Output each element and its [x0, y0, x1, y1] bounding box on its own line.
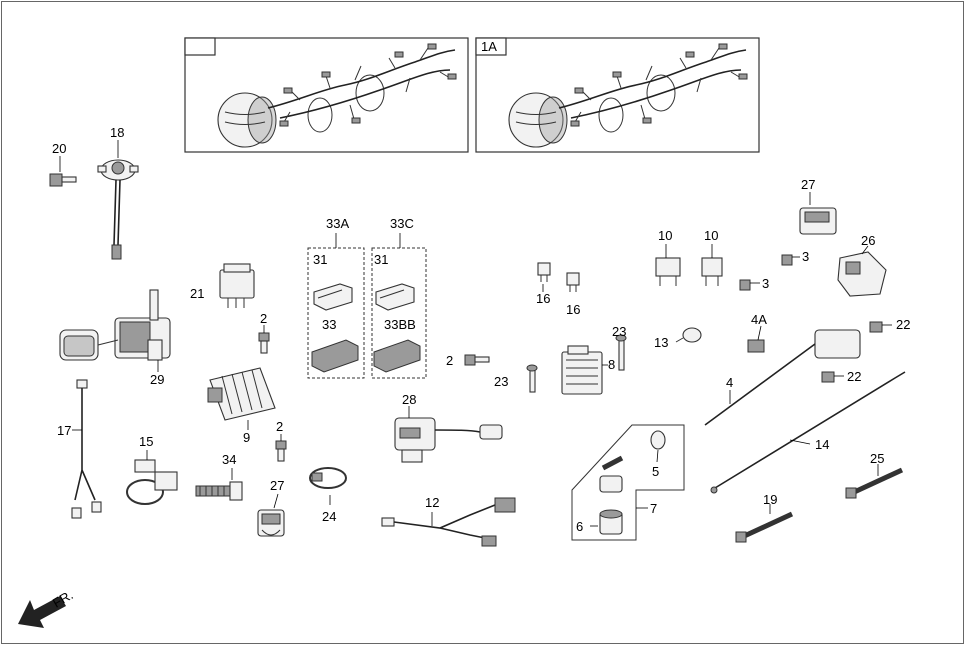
front-direction-arrow — [18, 596, 66, 628]
inset-label-1a: 1A — [481, 39, 497, 54]
bolt-20 — [49, 156, 77, 187]
label-7: 7 — [650, 501, 657, 516]
label-6: 6 — [576, 519, 583, 534]
bolt-22b — [821, 371, 844, 383]
bulb-13 — [675, 327, 702, 343]
harness-12 — [381, 497, 516, 547]
harness-17 — [71, 379, 102, 519]
label-9: 9 — [243, 430, 250, 445]
cable-4 — [704, 329, 861, 426]
clamp-15 — [126, 450, 178, 505]
bolt-2a — [258, 325, 270, 354]
label-17: 17 — [57, 423, 71, 438]
label-28: 28 — [402, 392, 416, 407]
cable-tie-25 — [845, 464, 904, 499]
fuse-10b — [701, 244, 723, 286]
label-33bb: 33BB — [384, 317, 416, 332]
connector-27b — [257, 493, 285, 537]
label-29: 29 — [150, 372, 164, 387]
label-12: 12 — [425, 495, 439, 510]
label-5: 5 — [652, 464, 659, 479]
label-33: 33 — [322, 317, 336, 332]
connector-27a — [799, 192, 837, 235]
cable-tie-24 — [309, 467, 347, 505]
bolt-34 — [195, 468, 243, 501]
label-24: 24 — [322, 509, 336, 524]
label-13: 13 — [654, 335, 668, 350]
sensor-4a — [747, 325, 765, 353]
fuse-10a — [655, 244, 681, 286]
group-33 — [307, 233, 427, 379]
label-15: 15 — [139, 434, 153, 449]
label-21: 21 — [190, 286, 204, 301]
label-26: 26 — [861, 233, 875, 248]
bolt-3a — [781, 254, 800, 266]
label-19: 19 — [763, 492, 777, 507]
fuse-16b — [566, 272, 580, 292]
module-8 — [561, 345, 608, 395]
bolt-3b — [739, 279, 760, 291]
relay-21 — [219, 263, 255, 308]
label-25: 25 — [870, 451, 884, 466]
label-18: 18 — [110, 125, 124, 140]
label-31b: 31 — [374, 252, 388, 267]
sensor-18 — [97, 140, 139, 260]
harness-inset-1 — [184, 37, 469, 153]
connector-26 — [837, 245, 887, 297]
label-16b: 16 — [566, 302, 580, 317]
label-23a: 23 — [612, 324, 626, 339]
label-27b: 27 — [270, 478, 284, 493]
label-8: 8 — [608, 357, 615, 372]
label-2c: 2 — [446, 353, 453, 368]
label-33a: 33A — [326, 216, 349, 231]
label-4a: 4A — [751, 312, 767, 327]
label-22b: 22 — [847, 369, 861, 384]
label-34: 34 — [222, 452, 236, 467]
label-33c: 33C — [390, 216, 414, 231]
module-29 — [59, 289, 171, 372]
bolt-2c — [464, 354, 490, 366]
label-22a: 22 — [896, 317, 910, 332]
regulator-9 — [207, 367, 276, 430]
label-3a: 3 — [802, 249, 809, 264]
harness-inset-1a — [475, 37, 760, 153]
screw-23a — [615, 334, 627, 371]
label-27a: 27 — [801, 177, 815, 192]
label-2a: 2 — [260, 311, 267, 326]
label-23b: 23 — [494, 374, 508, 389]
label-10b: 10 — [704, 228, 718, 243]
fuse-16a — [537, 262, 551, 292]
screw-23b — [526, 364, 538, 393]
label-10a: 10 — [658, 228, 672, 243]
cable-14 — [710, 371, 906, 494]
bolt-22a — [869, 321, 892, 333]
switch-28 — [394, 406, 503, 463]
label-14: 14 — [815, 437, 829, 452]
socket-group-7 — [571, 424, 685, 541]
label-31a: 31 — [313, 252, 327, 267]
label-3b: 3 — [762, 276, 769, 291]
bolt-2b — [275, 434, 287, 462]
label-20: 20 — [52, 141, 66, 156]
label-4: 4 — [726, 375, 733, 390]
label-2b: 2 — [276, 419, 283, 434]
label-16a: 16 — [536, 291, 550, 306]
cable-tie-19 — [735, 504, 794, 543]
